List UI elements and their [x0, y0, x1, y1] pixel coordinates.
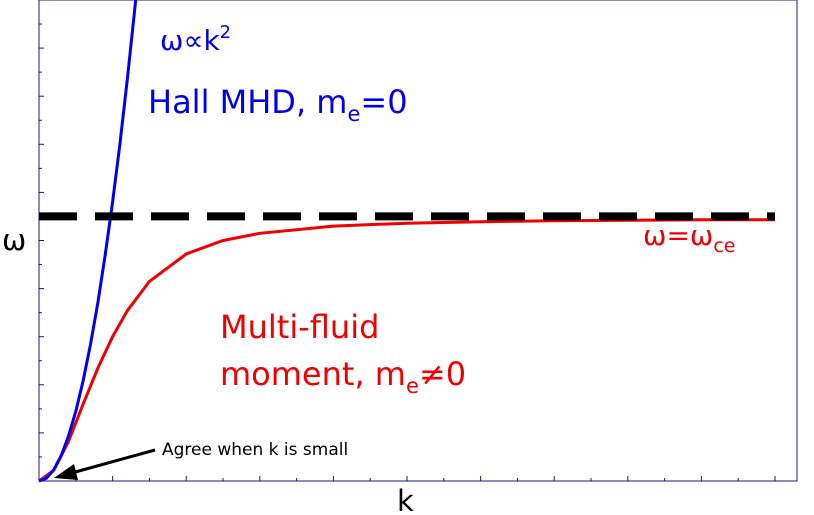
- hall-mhd-label: Hall MHD, me=0: [148, 83, 408, 126]
- x-axis-label: k: [397, 484, 414, 515]
- hall-mhd-curve: [38, 0, 138, 483]
- agreement-note: Agree when k is small: [162, 440, 348, 460]
- multi-fluid-label-line2: moment, me≠0: [220, 355, 466, 398]
- multi-fluid-curve: [38, 218, 775, 483]
- cyclotron-label: ω=ωce: [643, 219, 736, 257]
- agreement-arrow-head: [54, 464, 78, 480]
- blue-scaling-label: ω∝k2: [160, 22, 231, 57]
- multi-fluid-label-line1: Multi-fluid: [220, 308, 379, 346]
- agreement-arrow: [67, 448, 156, 476]
- y-axis-label: ω: [2, 223, 26, 257]
